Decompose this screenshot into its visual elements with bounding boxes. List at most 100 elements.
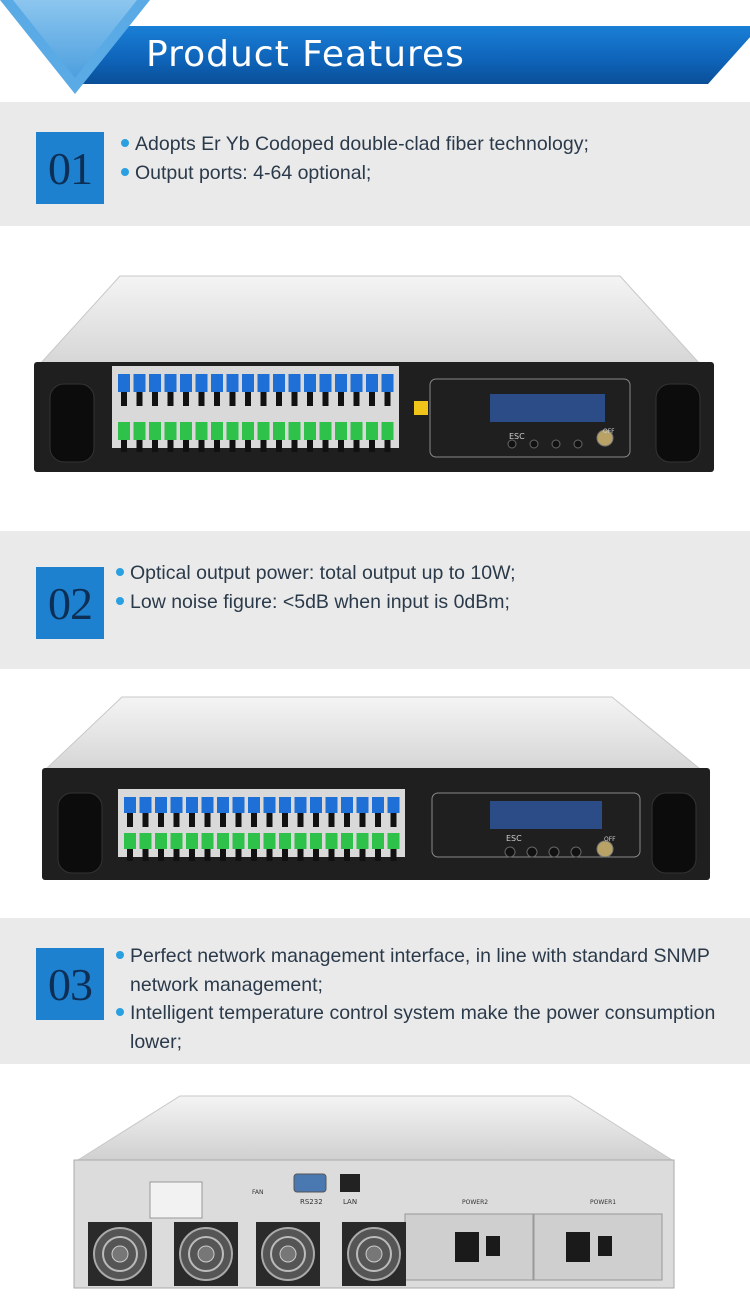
port-body xyxy=(291,392,298,406)
port-body xyxy=(158,813,164,827)
device-photo-front-2: ESC OFF xyxy=(0,669,750,918)
port-body xyxy=(152,392,158,406)
green-port xyxy=(232,833,245,849)
port-body xyxy=(282,813,288,827)
feature-number: 02 xyxy=(36,567,104,639)
port-body xyxy=(142,849,149,861)
blue-port xyxy=(164,374,177,392)
green-port xyxy=(118,422,130,440)
port-body xyxy=(307,440,313,452)
blue-port xyxy=(186,797,198,813)
port-body xyxy=(136,392,143,406)
blue-port xyxy=(372,797,384,813)
blue-port xyxy=(124,797,136,813)
blue-port xyxy=(319,374,332,392)
blue-port xyxy=(118,374,130,392)
green-port xyxy=(319,422,332,440)
blue-port xyxy=(232,797,245,813)
blue-port xyxy=(387,797,400,813)
blue-port xyxy=(211,374,223,392)
blue-port xyxy=(356,797,369,813)
port-body xyxy=(322,440,329,452)
port-body xyxy=(127,849,133,861)
port-body xyxy=(167,440,174,452)
blue-port xyxy=(217,797,229,813)
port-body xyxy=(353,440,360,452)
green-port xyxy=(366,422,378,440)
blue-port xyxy=(180,374,192,392)
green-port xyxy=(279,833,291,849)
feature-number: 01 xyxy=(36,132,104,204)
banner-bar xyxy=(80,26,750,84)
esc-label: ESC xyxy=(509,432,525,441)
header-banner: Product Features xyxy=(0,0,750,100)
port-body xyxy=(173,813,180,827)
feature-bullet: Adopts Er Yb Codoped double-clad fiber t… xyxy=(121,130,721,159)
green-port xyxy=(356,833,369,849)
green-port xyxy=(186,833,198,849)
port-body xyxy=(390,813,397,827)
port-body xyxy=(291,440,298,452)
port-body xyxy=(276,440,282,452)
blue-port xyxy=(242,374,254,392)
port-body xyxy=(313,813,319,827)
blue-port xyxy=(341,797,353,813)
port-body xyxy=(220,849,226,861)
green-port xyxy=(242,422,254,440)
blue-port xyxy=(350,374,363,392)
port-body xyxy=(229,392,236,406)
port-body xyxy=(121,392,127,406)
green-port xyxy=(133,422,146,440)
port-body xyxy=(245,440,251,452)
fan-grille-ring xyxy=(188,1236,224,1272)
port-body xyxy=(328,813,335,827)
blue-port xyxy=(288,374,301,392)
port-body xyxy=(158,849,164,861)
off-label: OFF xyxy=(604,836,616,843)
green-port xyxy=(294,833,307,849)
port-body xyxy=(307,392,313,406)
blue-port xyxy=(248,797,260,813)
green-port xyxy=(217,833,229,849)
feature-list: Adopts Er Yb Codoped double-clad fiber t… xyxy=(121,130,721,187)
port-body xyxy=(344,849,350,861)
page-title: Product Features xyxy=(146,34,465,75)
fan-grille-ring xyxy=(356,1236,392,1272)
esc-label: ESC xyxy=(506,834,522,843)
blue-port xyxy=(310,797,322,813)
port-array xyxy=(118,789,405,861)
green-port xyxy=(164,422,177,440)
blue-port xyxy=(133,374,146,392)
port-body xyxy=(375,849,381,861)
feature-number: 03 xyxy=(36,948,104,1020)
port-body xyxy=(384,440,391,452)
port-body xyxy=(235,849,242,861)
port-body xyxy=(338,440,344,452)
green-port xyxy=(387,833,400,849)
port-body xyxy=(198,392,205,406)
blue-port xyxy=(139,797,152,813)
blue-port xyxy=(155,797,167,813)
port-body xyxy=(353,392,360,406)
port-body xyxy=(266,849,273,861)
feature-list: Optical output power: total output up to… xyxy=(116,559,716,616)
port-body xyxy=(214,440,220,452)
rs232-label: RS232 xyxy=(300,1198,323,1206)
port-body xyxy=(369,392,375,406)
port-body xyxy=(375,813,381,827)
fan-hub xyxy=(365,1245,383,1263)
port-body xyxy=(189,849,195,861)
green-port xyxy=(335,422,347,440)
fan-grille-ring xyxy=(102,1236,138,1272)
port-body xyxy=(229,440,236,452)
blue-port xyxy=(263,797,276,813)
green-port xyxy=(170,833,183,849)
fan-hub xyxy=(197,1245,215,1263)
blue-port xyxy=(273,374,285,392)
port-body xyxy=(198,440,205,452)
port-body xyxy=(313,849,319,861)
feature-panel-01: 01 Adopts Er Yb Codoped double-clad fibe… xyxy=(0,102,750,226)
port-body xyxy=(167,392,174,406)
green-port xyxy=(149,422,161,440)
green-port xyxy=(195,422,208,440)
